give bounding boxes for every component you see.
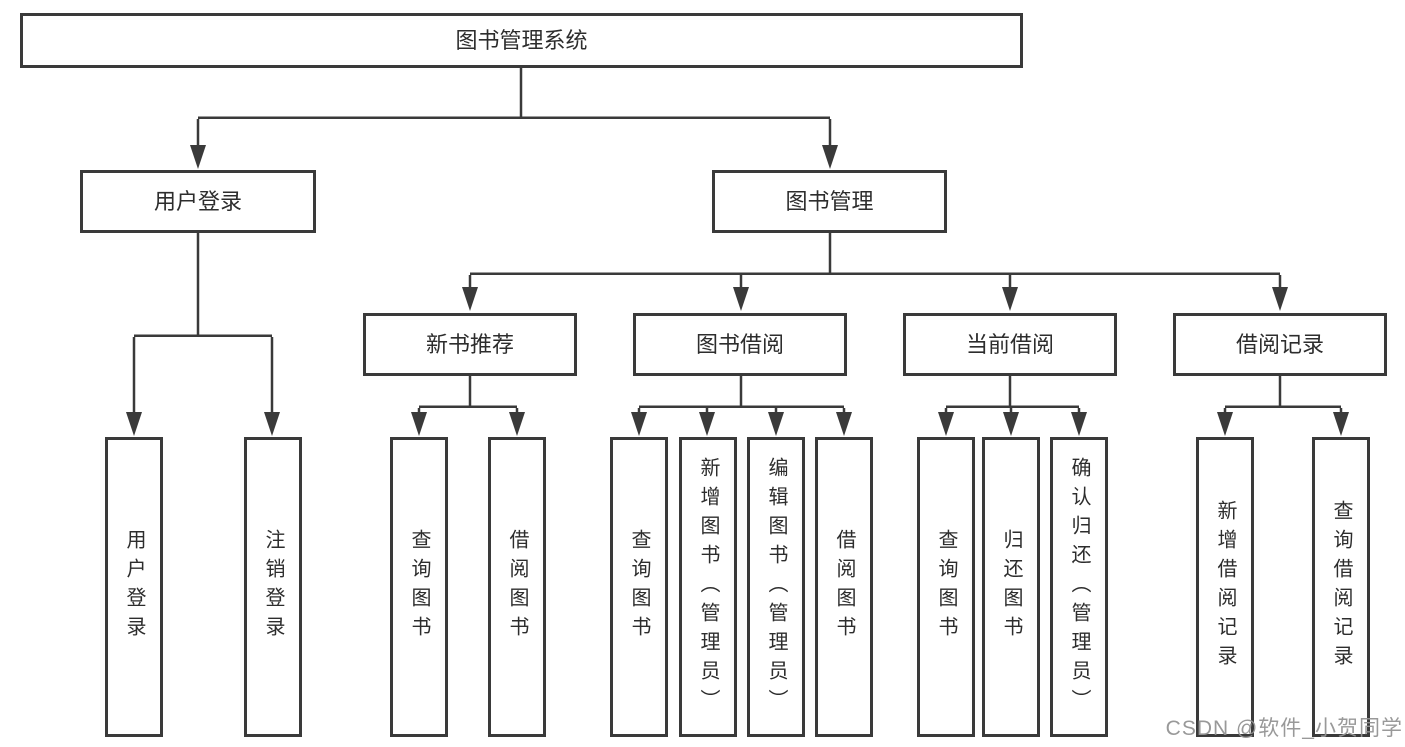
node-label: 图书借阅	[695, 331, 784, 357]
node-label: 新书推荐	[425, 331, 514, 357]
node-label: 确认归还（管理员）	[1068, 456, 1090, 718]
node-label: 用户登录	[153, 188, 242, 214]
node-library-management-system: 图书管理系统	[20, 13, 1023, 68]
leaf-logout: 注销登录	[244, 437, 302, 737]
node-label: 新增借阅记录	[1214, 500, 1236, 674]
node-label: 查询图书	[628, 529, 650, 645]
node-book-management: 图书管理	[712, 170, 947, 233]
leaf-add-borrow-record: 新增借阅记录	[1196, 437, 1254, 737]
node-label: 查询图书	[935, 529, 957, 645]
node-label: 当前借阅	[965, 331, 1054, 357]
node-current-borrowing: 当前借阅	[903, 313, 1117, 376]
node-label: 新增图书（管理员）	[697, 456, 719, 718]
leaf-user-login: 用户登录	[105, 437, 163, 737]
leaf-query-books-borrowing: 查询图书	[610, 437, 668, 737]
node-book-borrowing: 图书借阅	[633, 313, 847, 376]
leaf-query-books-recommend: 查询图书	[390, 437, 448, 737]
node-label: 编辑图书（管理员）	[765, 456, 787, 718]
node-label: 查询图书	[408, 529, 430, 645]
node-user-login: 用户登录	[80, 170, 316, 233]
node-label: 查询借阅记录	[1330, 500, 1352, 674]
node-new-book-recommendation: 新书推荐	[363, 313, 577, 376]
leaf-return-books: 归还图书	[982, 437, 1040, 737]
leaf-query-books-current: 查询图书	[917, 437, 975, 737]
csdn-watermark: CSDN @软件_小贺同学	[1165, 717, 1403, 740]
leaf-query-borrow-record: 查询借阅记录	[1312, 437, 1370, 737]
node-label: 图书管理	[785, 188, 874, 214]
node-label: 借阅记录	[1235, 331, 1324, 357]
node-borrowing-records: 借阅记录	[1173, 313, 1387, 376]
node-label: 借阅图书	[833, 529, 855, 645]
leaf-borrow-books-recommend: 借阅图书	[488, 437, 546, 737]
leaf-edit-books-admin: 编辑图书（管理员）	[747, 437, 805, 737]
node-label: 借阅图书	[506, 529, 528, 645]
leaf-confirm-return-admin: 确认归还（管理员）	[1050, 437, 1108, 737]
leaf-borrow-books-borrowing: 借阅图书	[815, 437, 873, 737]
node-label: 注销登录	[262, 529, 284, 645]
node-label: 归还图书	[1000, 529, 1022, 645]
arrowheads	[126, 145, 1349, 436]
connector-lines	[132, 68, 1343, 418]
node-label: 图书管理系统	[455, 27, 588, 53]
leaf-add-books-admin: 新增图书（管理员）	[679, 437, 737, 737]
node-label: 用户登录	[123, 529, 145, 645]
